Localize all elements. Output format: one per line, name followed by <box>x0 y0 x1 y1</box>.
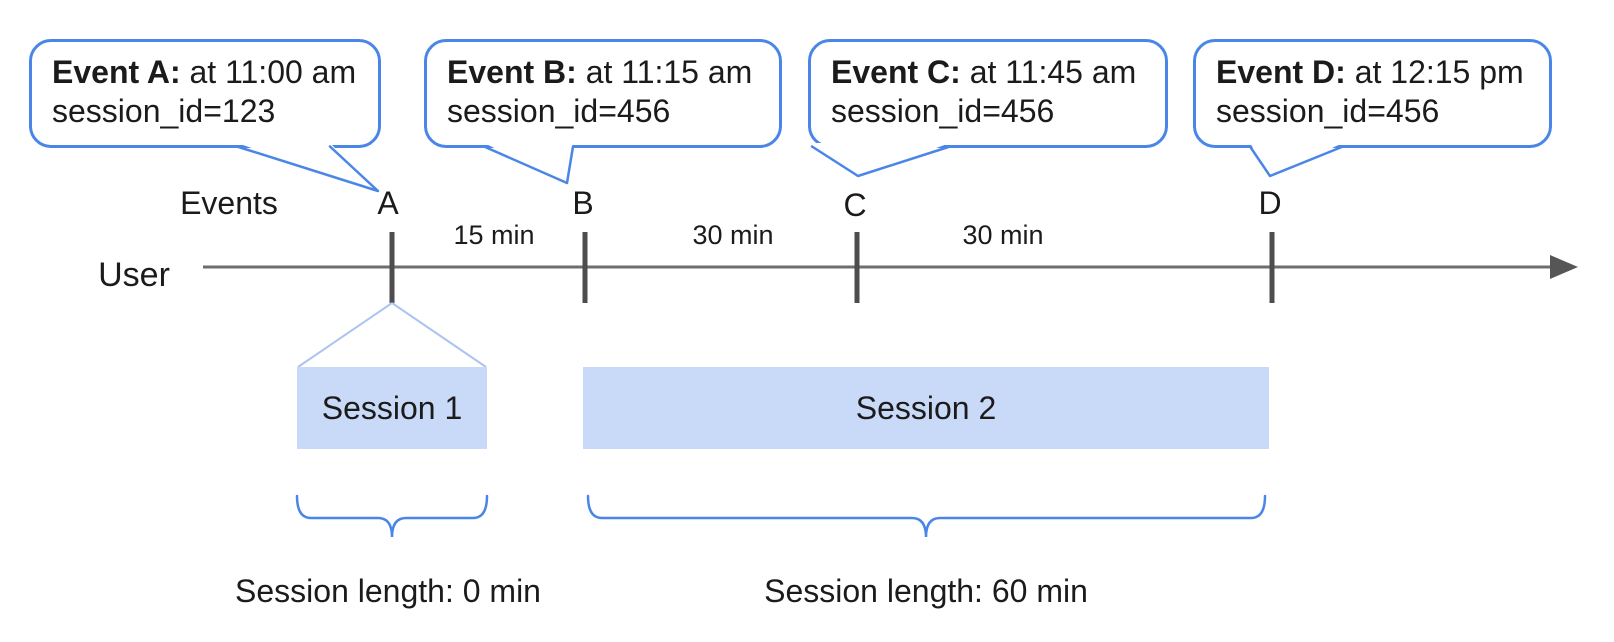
session-1-brace <box>295 494 489 538</box>
event-d-session-id: session_id=456 <box>1216 93 1440 129</box>
event-d-time: at 12:15 pm <box>1354 54 1524 90</box>
event-mark-b: B <box>572 185 594 221</box>
event-a-name: Event A: <box>52 54 181 90</box>
session-2-length-label: Session length: 60 min <box>764 573 1088 609</box>
callout-tail-d <box>1248 145 1345 178</box>
event-c-time: at 11:45 am <box>969 54 1137 90</box>
interval-b-c: 30 min <box>692 220 774 250</box>
interval-a-b: 15 min <box>453 220 535 250</box>
event-d-name: Event D: <box>1216 54 1346 90</box>
session-1-length-label: Session length: 0 min <box>235 573 541 609</box>
callout-tail-b <box>482 145 575 185</box>
session-2-brace <box>586 494 1267 538</box>
callout-event-a: Event A: at 11:00 am session_id=123 <box>29 39 381 148</box>
callout-tail-d-fill <box>1250 143 1343 176</box>
interval-c-d: 30 min <box>962 220 1044 250</box>
session-1-bar: Session 1 <box>297 367 487 449</box>
session-2-label: Session 2 <box>855 389 997 426</box>
callout-event-a-line1: Event A: at 11:00 am <box>52 53 358 92</box>
timeline-arrowhead-icon <box>1550 255 1578 279</box>
callout-event-b: Event B: at 11:15 am session_id=456 <box>424 39 782 148</box>
callout-event-d: Event D: at 12:15 pm session_id=456 <box>1193 39 1552 148</box>
event-mark-c: C <box>843 187 867 223</box>
event-mark-a: A <box>377 185 399 221</box>
callout-tail-c <box>810 145 952 178</box>
events-axis-label: Events <box>180 185 278 221</box>
callout-event-b-line1: Event B: at 11:15 am <box>447 53 759 92</box>
callout-event-c-line1: Event C: at 11:45 am <box>831 53 1145 92</box>
callout-event-d-line1: Event D: at 12:15 pm <box>1216 53 1529 92</box>
event-c-name: Event C: <box>831 54 961 90</box>
event-a-time: at 11:00 am <box>189 54 357 90</box>
event-mark-d: D <box>1258 185 1282 221</box>
event-b-session-id: session_id=456 <box>447 93 671 129</box>
event-c-session-id: session_id=456 <box>831 93 1055 129</box>
session-1-label: Session 1 <box>321 389 463 426</box>
callout-tail-a <box>235 145 380 193</box>
callout-tail-b-fill <box>484 143 573 183</box>
callout-event-c: Event C: at 11:45 am session_id=456 <box>808 39 1168 148</box>
session-2-bar: Session 2 <box>583 367 1269 449</box>
user-axis-label: User <box>98 256 170 294</box>
session1-funnel-left <box>297 302 393 368</box>
session1-funnel-right <box>391 302 487 368</box>
event-b-name: Event B: <box>447 54 577 90</box>
event-a-session-id: session_id=123 <box>52 93 276 129</box>
event-b-time: at 11:15 am <box>585 54 753 90</box>
